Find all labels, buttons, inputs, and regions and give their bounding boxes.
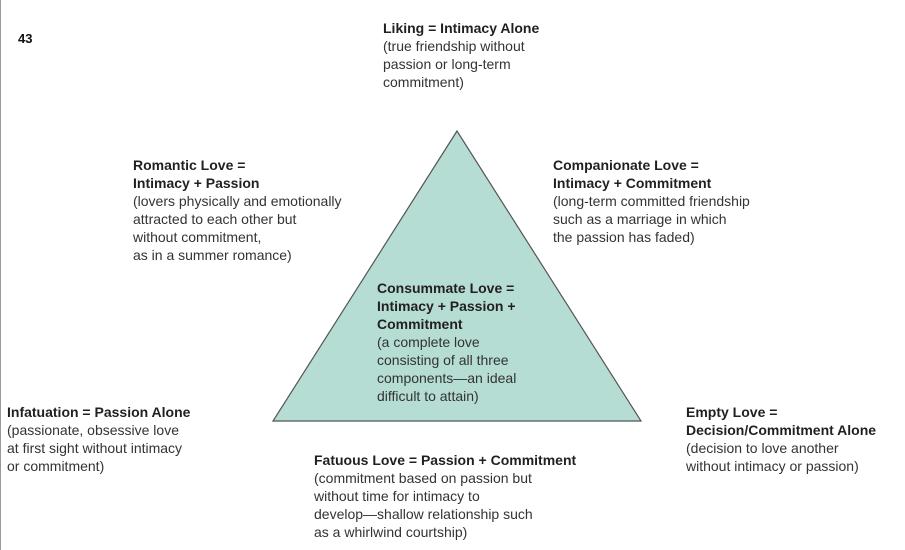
empty-title-line-2: Decision/Commitment Alone bbox=[686, 422, 877, 438]
empty-title-line-1: Empty Love = bbox=[686, 404, 778, 420]
companionate-desc-line-1: (long-term committed friendship bbox=[553, 193, 750, 209]
infatuation-desc-line-1: (passionate, obsessive love bbox=[7, 422, 179, 438]
consummate-desc-line-4: difficult to attain) bbox=[377, 388, 479, 404]
fatuous-love-block: Fatuous Love = Passion + Commitment (com… bbox=[314, 451, 576, 541]
infatuation-title-line-1: Infatuation = Passion Alone bbox=[7, 404, 191, 420]
fatuous-desc-line-1: (commitment based on passion but bbox=[314, 470, 532, 486]
fatuous-desc-line-2: without time for intimacy to bbox=[314, 488, 480, 504]
companionate-title-line-2: Intimacy + Commitment bbox=[553, 175, 712, 191]
consummate-title-line-1: Consummate Love = bbox=[377, 280, 515, 296]
consummate-desc-line-1: (a complete love bbox=[377, 334, 480, 350]
empty-desc-line-1: (decision to love another bbox=[686, 440, 839, 456]
page-number: 43 bbox=[18, 31, 33, 46]
liking-block: Liking = Intimacy Alone (true friendship… bbox=[383, 19, 539, 91]
companionate-title-line-1: Companionate Love = bbox=[553, 157, 699, 173]
companionate-desc-line-2: such as a marriage in which bbox=[553, 211, 727, 227]
fatuous-desc-line-3: develop—shallow relationship such bbox=[314, 506, 533, 522]
consummate-title-line-3: Commitment bbox=[377, 316, 463, 332]
empty-desc-line-2: without intimacy or passion) bbox=[686, 458, 859, 474]
romantic-title-line-1: Romantic Love = bbox=[133, 157, 246, 173]
romantic-desc-line-3: without commitment, bbox=[133, 229, 262, 245]
liking-desc-line-3: commitment) bbox=[383, 74, 464, 90]
consummate-desc-line-2: consisting of all three bbox=[377, 352, 509, 368]
infatuation-desc-line-3: or commitment) bbox=[7, 458, 105, 474]
liking-desc-line-1: (true friendship without bbox=[383, 38, 525, 54]
romantic-desc-line-2: attracted to each other but bbox=[133, 211, 297, 227]
liking-desc-line-2: passion or long-term bbox=[383, 56, 511, 72]
romantic-title-line-2: Intimacy + Passion bbox=[133, 175, 260, 191]
page-edge-line bbox=[0, 0, 1, 550]
romantic-love-block: Romantic Love = Intimacy + Passion (love… bbox=[133, 156, 342, 264]
empty-love-block: Empty Love = Decision/Commitment Alone (… bbox=[686, 403, 876, 475]
romantic-desc-line-1: (lovers physically and emotionally bbox=[133, 193, 342, 209]
companionate-love-block: Companionate Love = Intimacy + Commitmen… bbox=[553, 156, 750, 246]
consummate-desc-line-3: components—an ideal bbox=[377, 370, 517, 386]
romantic-desc-line-4: as in a summer romance) bbox=[133, 247, 292, 263]
infatuation-desc-line-2: at first sight without intimacy bbox=[7, 440, 183, 456]
fatuous-desc-line-4: as a whirlwind courtship) bbox=[314, 524, 468, 540]
consummate-love-block: Consummate Love = Intimacy + Passion + C… bbox=[377, 279, 516, 405]
consummate-title-line-2: Intimacy + Passion + bbox=[377, 298, 516, 314]
love-triangle-shape bbox=[271, 129, 643, 422]
fatuous-title-line-1: Fatuous Love = Passion + Commitment bbox=[314, 452, 577, 468]
companionate-desc-line-3: the passion has faded) bbox=[553, 229, 695, 245]
liking-title-line-1: Liking = Intimacy Alone bbox=[383, 20, 540, 36]
infatuation-block: Infatuation = Passion Alone (passionate,… bbox=[7, 403, 190, 475]
